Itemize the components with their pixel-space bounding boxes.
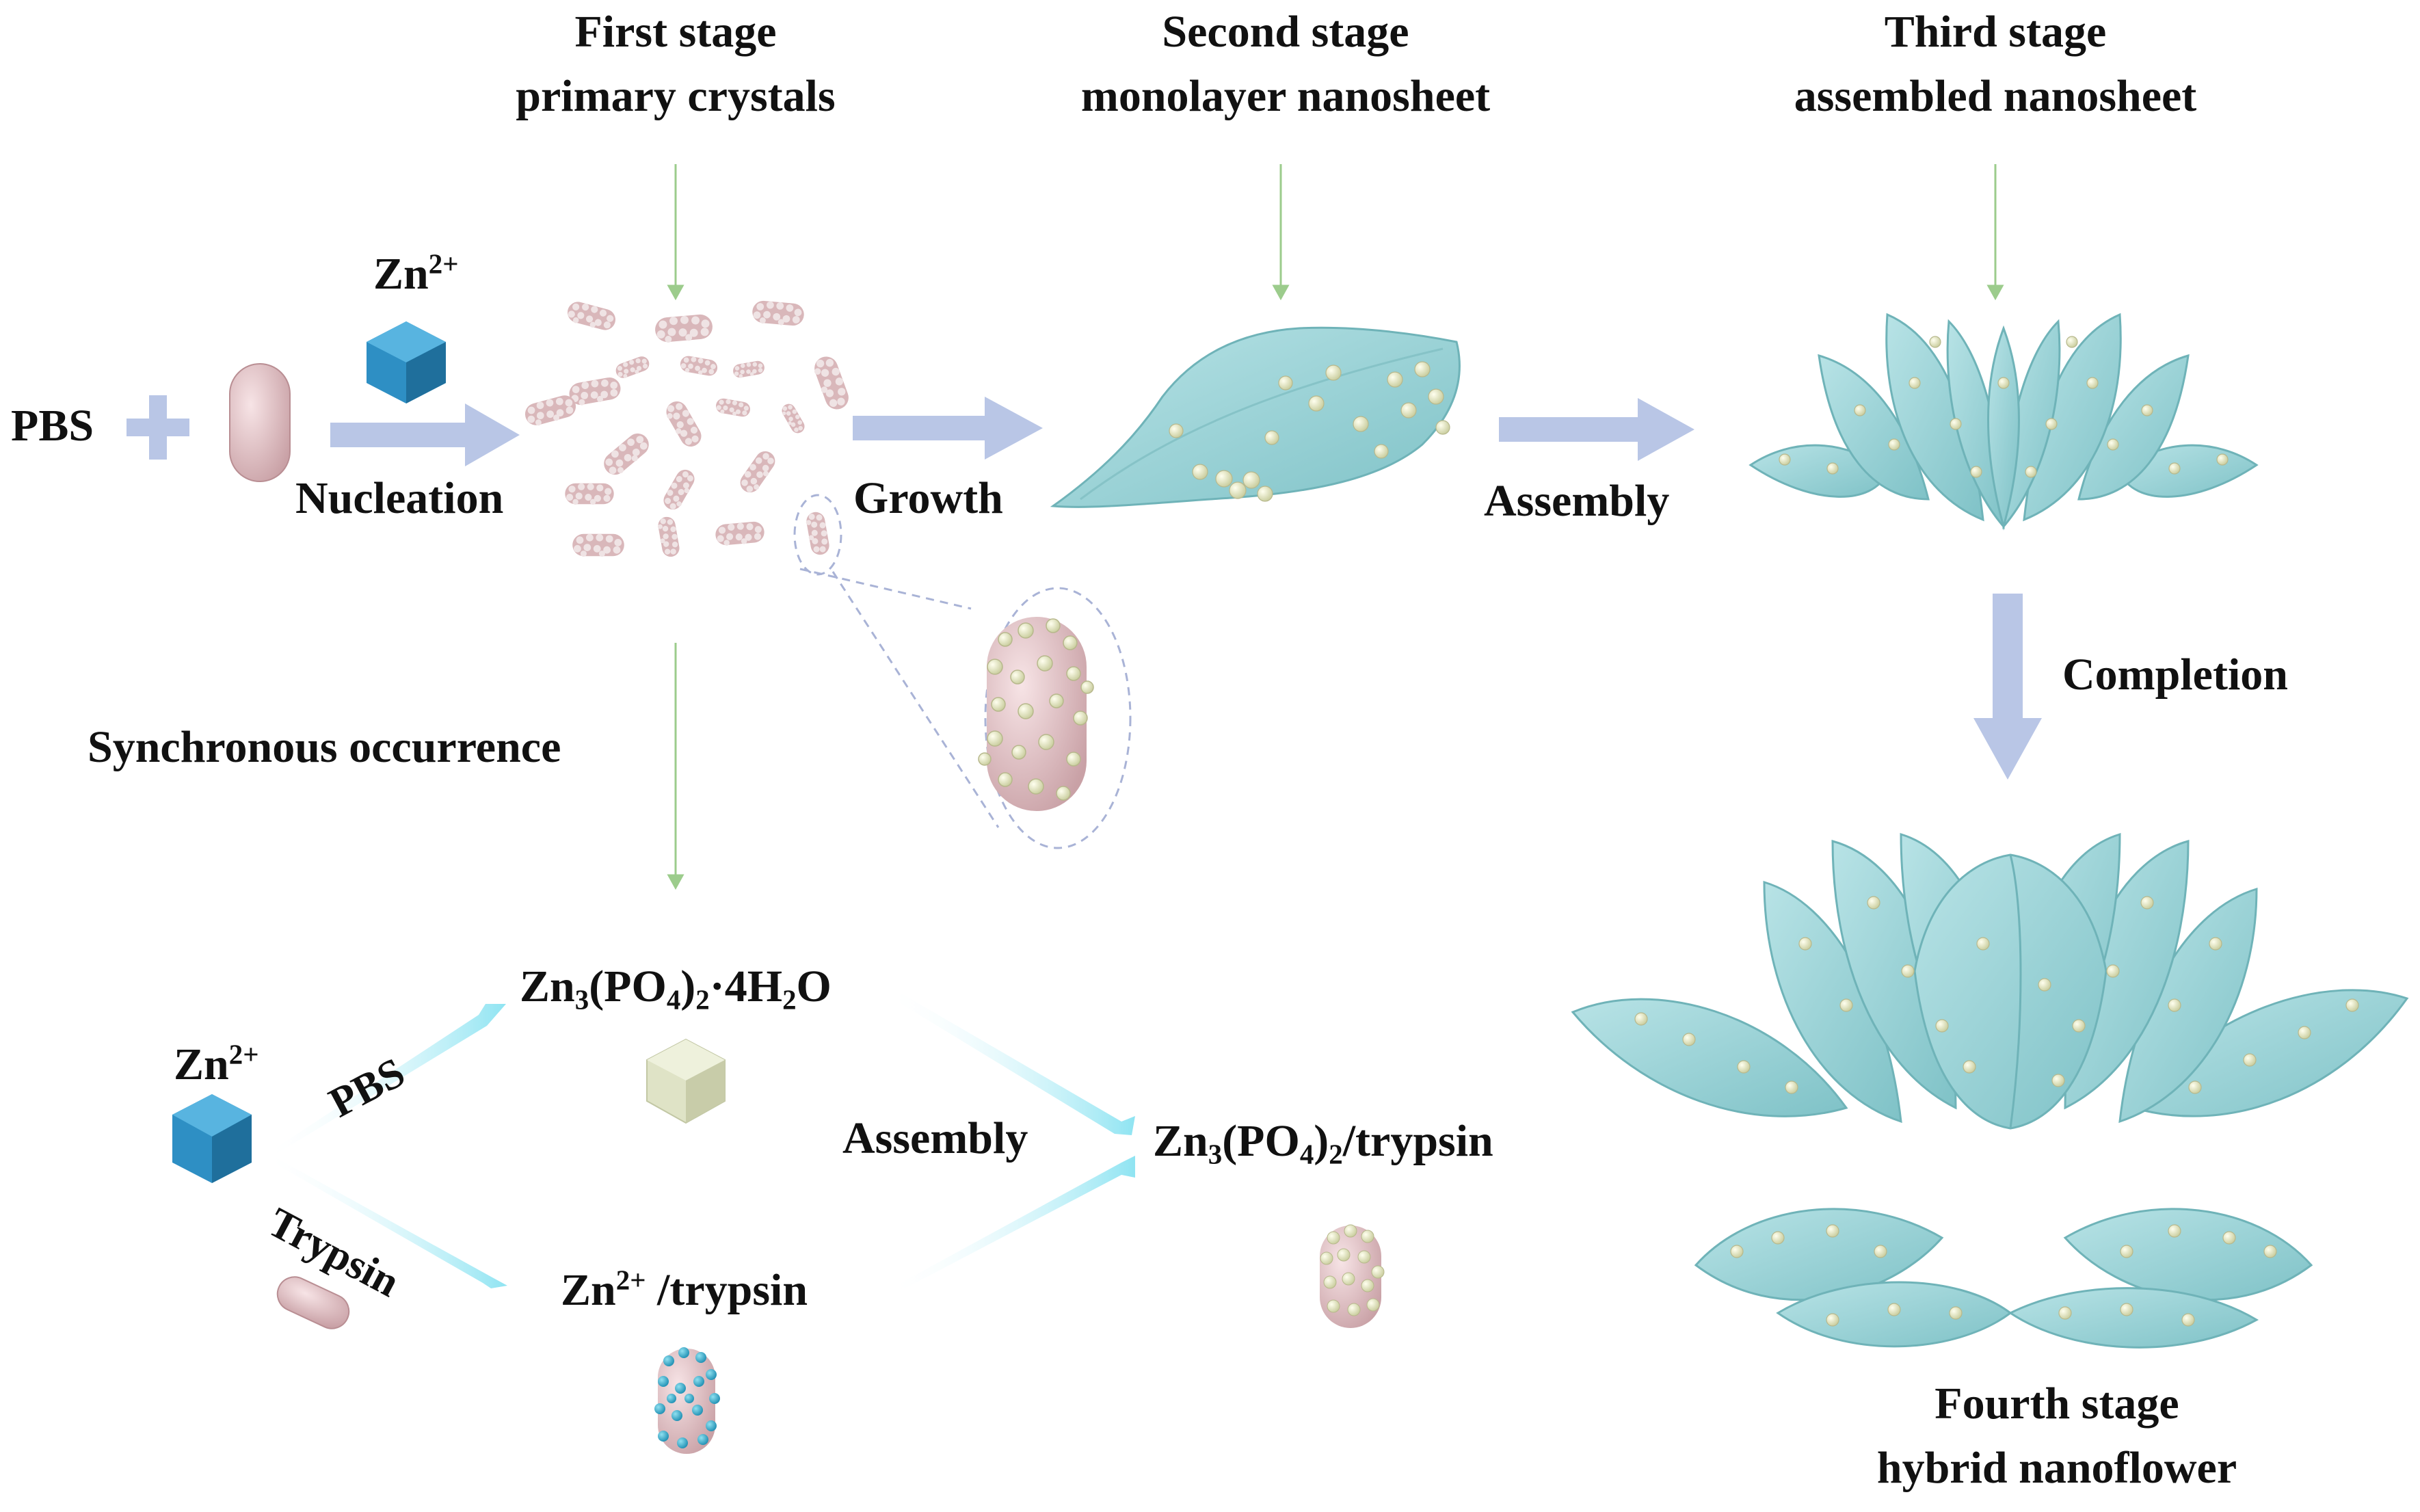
product-paren: ) [1314,1116,1329,1166]
monolayer-nanosheet [1050,326,1461,508]
hydrate-zn: Zn [520,961,575,1011]
zoom-inset [793,494,1132,849]
zn-ion-label-bottom: Zn2+ [174,1039,259,1089]
first-stage-heading: First stage [574,7,777,57]
assembled-nanosheet [1748,313,2259,531]
first-stage-title: First stage primary crystals [516,0,835,129]
green-pointer-arrows [667,164,2004,890]
zn-trypsin-complex-icon [654,1347,720,1454]
hydrate-crystal-icon [646,1038,726,1124]
process-arrows [127,395,2042,780]
hydrate-h-count: 2 [782,984,797,1016]
hydrate-zn-count: 3 [574,984,589,1016]
trypsin-rod-top [229,363,291,482]
zn-charge: 2+ [428,248,459,280]
zoomed-rod [978,617,1094,811]
trypsin-rod-bottom [276,1276,350,1329]
product-zn: Zn [1153,1116,1208,1166]
zn-charge-bottom: 2+ [228,1039,259,1070]
growth-label: Growth [853,473,1003,523]
zn-trypsin-zn: Zn [561,1265,616,1315]
second-stage-heading: Second stage [1162,7,1409,57]
hydrate-paren: ) [680,961,696,1011]
second-stage-title: Second stage monolayer nanosheet [1081,0,1490,129]
hydrate-po4-count: 2 [695,984,710,1016]
completion-label: Completion [2062,650,2288,700]
assembly-top-label: Assembly [1484,476,1670,526]
zn-trypsin-charge: 2+ [615,1264,646,1296]
zn-symbol-bottom: Zn [174,1039,229,1089]
zn-trypsin-text: /trypsin [646,1265,808,1315]
zn-ion-label-top: Zn2+ [373,248,459,299]
product-zn-count: 3 [1208,1139,1223,1170]
hydrate-o-count: 4 [666,984,681,1016]
product-o-count: 4 [1299,1139,1314,1170]
zn-trypsin-label: Zn2+ /trypsin [561,1264,808,1315]
third-stage-heading: Third stage [1884,7,2107,57]
synchronous-occurrence-label: Synchronous occurrence [88,722,561,772]
product-trypsin: /trypsin [1342,1116,1493,1166]
hydrate-po: (PO [589,961,667,1011]
fourth-stage-title: Fourth stage hybrid nanoflower [1877,1372,2237,1500]
hydrate-water: ·4H [709,961,783,1011]
product-rod-icon [1320,1224,1385,1328]
fourth-stage-subtitle: hybrid nanoflower [1876,1443,2237,1493]
assembly-bottom-label: Assembly [842,1113,1028,1163]
zn-hexagon-bottom-icon [172,1094,252,1183]
hydrate-o: O [796,961,832,1011]
zinc-phosphate-hydrate-label: Zn3(PO4)2·4H2O [520,961,832,1014]
primary-crystals-cluster [522,299,852,559]
hybrid-nanoflower [1571,832,2409,1349]
product-po4-count: 2 [1329,1139,1343,1170]
zn-symbol: Zn [373,249,429,299]
pathway-arrows [271,990,1135,1292]
zinc-phosphate-trypsin-label: Zn3(PO4)2/trypsin [1153,1116,1493,1169]
first-stage-subtitle: primary crystals [516,71,836,121]
nucleation-label: Nucleation [295,473,504,523]
product-po: (PO [1222,1116,1300,1166]
second-stage-subtitle: monolayer nanosheet [1080,71,1491,121]
zn-hexagon-top-icon [367,321,446,403]
fourth-stage-heading: Fourth stage [1934,1379,2179,1429]
third-stage-title: Third stage assembled nanosheet [1794,0,2197,129]
pbs-label: PBS [11,401,94,451]
third-stage-subtitle: assembled nanosheet [1794,71,2197,121]
